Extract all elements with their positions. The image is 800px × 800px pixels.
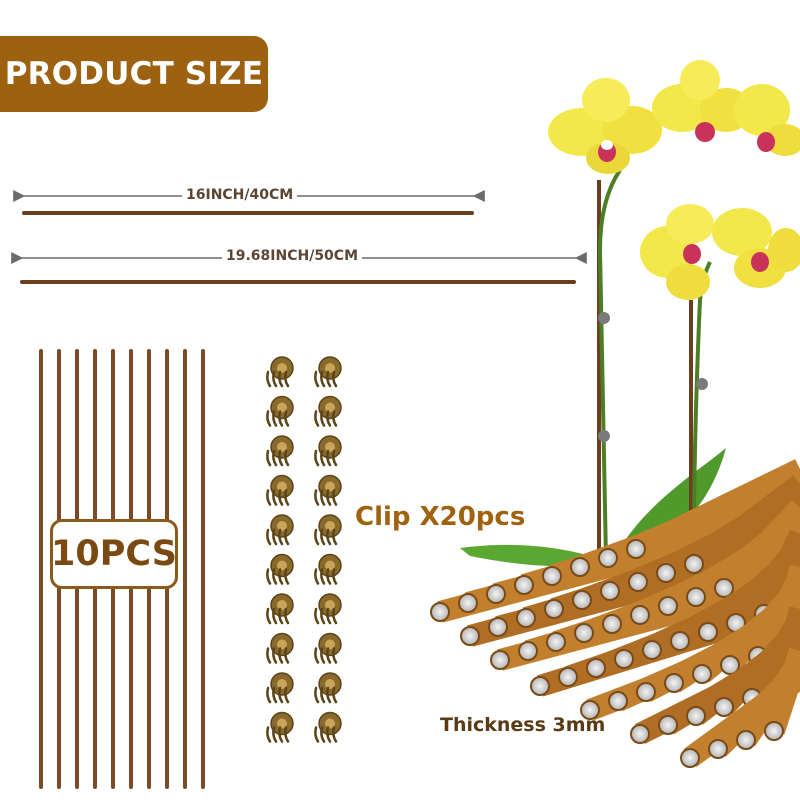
bundle-stick-end (614, 649, 634, 669)
clip-icon (266, 553, 294, 585)
bundle-stick-end (692, 664, 712, 684)
clip-icon (314, 395, 342, 427)
bundle-stick-end (602, 614, 622, 634)
bundle-stick (716, 500, 800, 596)
bundle-stick-end (698, 622, 718, 642)
bundle-stick-end (664, 673, 684, 693)
clip-icon (314, 356, 342, 388)
dimension-label-19-68inch: 19.68INCH/50CM (222, 248, 363, 264)
bundle-stick-end (686, 587, 706, 607)
bundle-stick-end (720, 655, 740, 675)
bundle-stick-end (642, 640, 662, 660)
bundle-stick-end (630, 605, 650, 625)
bundle-stick-end (680, 748, 700, 768)
flower-1 (548, 78, 662, 174)
bundle-stick-end (430, 602, 450, 622)
bundle-stick-end (708, 739, 728, 759)
bundle-stick-end (656, 563, 676, 583)
stick-40cm (22, 211, 474, 215)
clip-icon (266, 593, 294, 625)
bundle-stick-end (764, 721, 784, 741)
clip-icon (266, 632, 294, 664)
stick-50cm (20, 280, 576, 284)
stick-bundle (430, 459, 800, 768)
clip-icon (314, 593, 342, 625)
bundle-stick-end (518, 641, 538, 661)
bundle-stick-end (628, 572, 648, 592)
bundle-stick-end (514, 575, 534, 595)
bundle-stick-end (530, 676, 550, 696)
bundle-stick-end (570, 557, 590, 577)
bundle-stick (631, 459, 800, 559)
bundle-stick (763, 647, 800, 735)
bundle-stick-end (658, 715, 678, 735)
clip-icon (266, 711, 294, 743)
bundle-stick-end (670, 631, 690, 651)
bundle-stick-end (686, 706, 706, 726)
bundle-stick-end (600, 581, 620, 601)
bundle-stick-end (488, 617, 508, 637)
pieces-count-badge: 10PCS (50, 519, 178, 589)
bundle-stick-end (458, 593, 478, 613)
bundle-stick-end (516, 608, 536, 628)
bundle-stick-end (586, 658, 606, 678)
bundle-stick-end (714, 578, 734, 598)
clip-icon (314, 514, 342, 546)
clip-icon (266, 514, 294, 546)
clip-icon (314, 711, 342, 743)
bundle-stick-end (542, 566, 562, 586)
bundle-stick-end (574, 623, 594, 643)
bundle-stick (753, 529, 800, 619)
flower-3 (734, 84, 800, 156)
clip-icon (266, 474, 294, 506)
clip-icon (266, 672, 294, 704)
bundle-stick-end (626, 539, 646, 559)
bundle-stick-end (544, 599, 564, 619)
bundle-stick-end (630, 724, 650, 744)
clips-group (266, 356, 342, 743)
bundle-stick-end (558, 667, 578, 687)
bundle-stick (687, 475, 800, 573)
clip-icon (314, 474, 342, 506)
clip-icon (266, 395, 294, 427)
bundle-stick-end (608, 691, 628, 711)
thickness-label: Thickness 3mm (440, 714, 606, 736)
bundle-stick-end (490, 650, 510, 670)
flower-4 (640, 204, 714, 300)
bundle-stick-end (580, 700, 600, 720)
pieces-count-label: 10PCS (51, 534, 177, 574)
bundle-stick-end (598, 548, 618, 568)
clip-count-label: Clip X20pcs (355, 502, 526, 532)
clip-icon (314, 632, 342, 664)
vertical-sticks (39, 349, 205, 789)
bundle-stick-end (572, 590, 592, 610)
bundle-stick-end (486, 584, 506, 604)
flower-5 (712, 208, 800, 288)
product-size-banner: PRODUCT SIZE (0, 36, 268, 112)
clip-icon (266, 356, 294, 388)
bundle-stick-end (736, 730, 756, 750)
bundle-stick-end (684, 554, 704, 574)
bundle-stick-end (636, 682, 656, 702)
bundle-stick-end (460, 626, 480, 646)
bundle-stick-end (658, 596, 678, 616)
clip-icon (314, 435, 342, 467)
dimension-label-16inch: 16INCH/40CM (182, 187, 298, 203)
bundle-stick-end (714, 697, 734, 717)
banner-title: PRODUCT SIZE (4, 56, 264, 92)
clip-icon (314, 553, 342, 585)
clip-icon (314, 672, 342, 704)
bundle-stick-end (546, 632, 566, 652)
clip-icon (266, 435, 294, 467)
